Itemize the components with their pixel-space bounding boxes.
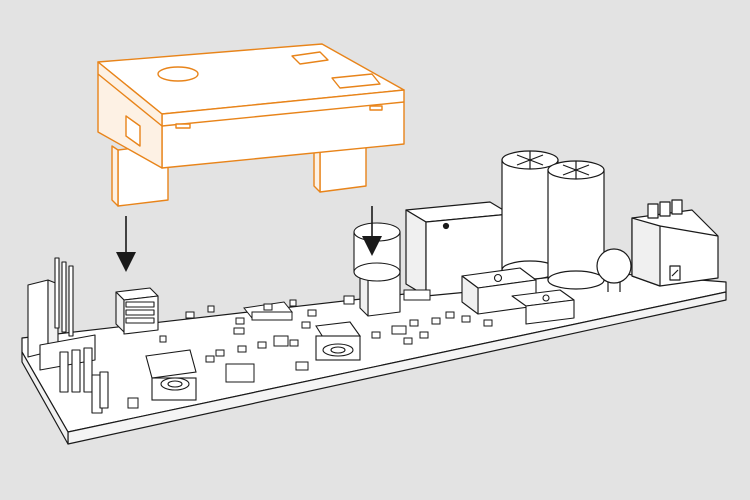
insertion-arrows — [116, 206, 382, 272]
relay-block — [461, 267, 537, 315]
down-arrow-icon — [362, 206, 382, 256]
large-capacitor-2 — [547, 160, 605, 290]
terminal-block — [631, 199, 719, 287]
pcb-left-edge — [21, 351, 69, 445]
bridge-rectifier — [511, 289, 575, 325]
module-side-face — [97, 61, 163, 169]
middle-inductor — [315, 321, 361, 361]
small-capacitor — [353, 222, 401, 282]
down-arrow-icon — [116, 216, 136, 272]
orange-module — [97, 43, 405, 207]
varistor — [596, 248, 632, 292]
left-header-connector — [27, 257, 109, 414]
smd-components — [127, 289, 493, 409]
left-inductor — [145, 349, 197, 401]
transformer — [405, 201, 511, 297]
left-socket — [115, 287, 159, 335]
